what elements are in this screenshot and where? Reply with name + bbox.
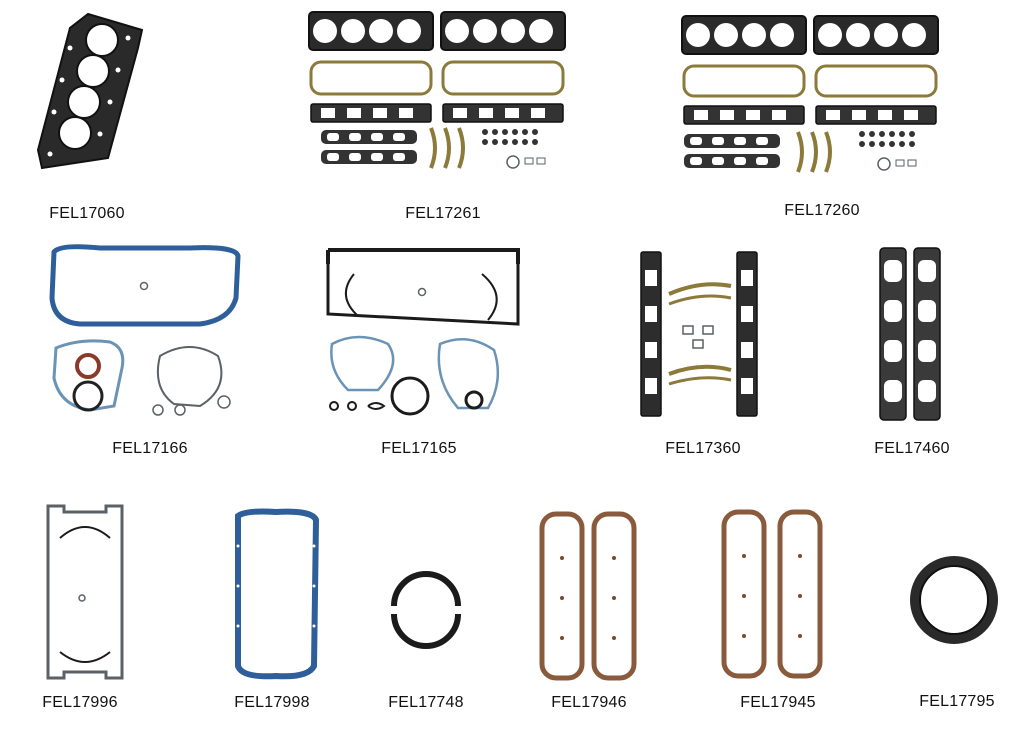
timing-cover-seal-image <box>910 556 998 644</box>
part-number-label: FEL17748 <box>388 694 464 711</box>
part-number-label: FEL17360 <box>665 440 741 457</box>
part-number-label: FEL17998 <box>234 694 310 711</box>
full-gasket-set-image <box>681 15 939 173</box>
part-number-label: FEL17166 <box>112 440 188 457</box>
oil-pan-gasket-image <box>235 508 320 680</box>
rear-main-seal-image <box>391 571 461 649</box>
intake-manifold-gasket-image <box>640 251 758 417</box>
valve-cover-gasket-image <box>539 511 637 681</box>
valve-cover-gasket-image <box>721 509 823 679</box>
part-number-label: FEL17945 <box>740 694 816 711</box>
exhaust-manifold-gasket-image <box>879 247 941 421</box>
oil-pan-timing-gasket-image <box>49 244 241 416</box>
full-gasket-set-image <box>308 11 566 169</box>
part-number-label: FEL17165 <box>381 440 457 457</box>
part-number-label: FEL17260 <box>784 202 860 219</box>
part-number-label: FEL17996 <box>42 694 118 711</box>
part-number-label: FEL17261 <box>405 205 481 222</box>
oil-pan-timing-gasket-image <box>326 248 520 416</box>
part-number-label: FEL17460 <box>874 440 950 457</box>
part-number-label: FEL17060 <box>49 205 125 222</box>
part-number-label: FEL17946 <box>551 694 627 711</box>
head-gasket-image <box>36 12 144 170</box>
part-number-label: FEL17795 <box>919 693 995 710</box>
oil-pan-gasket-image <box>46 504 124 680</box>
